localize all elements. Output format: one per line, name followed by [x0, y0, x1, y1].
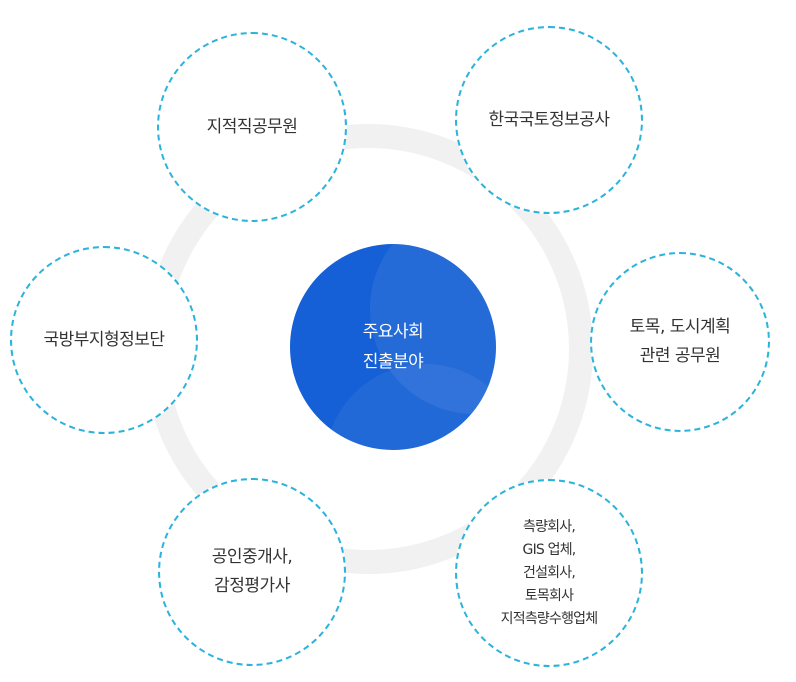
- node-cadastral-official: 지적직공무원: [157, 32, 347, 222]
- node-label-line: 국방부지형정보단: [43, 329, 165, 350]
- node-label-line: 감정평가사: [214, 576, 290, 596]
- node-label-line: 지적직공무원: [206, 116, 298, 137]
- node-label-line: 토목, 도시계획: [629, 317, 731, 337]
- node-label-line: 토목회사: [524, 587, 574, 604]
- node-label-line: 측량회사,: [523, 518, 576, 535]
- node-label-line: 건설회사,: [523, 564, 576, 581]
- node-label-line: 한국국토정보공사: [488, 109, 610, 130]
- center-label-line: 주요사회: [362, 322, 424, 342]
- node-label-line: 관련 공무원: [639, 346, 721, 366]
- node-label-line: GIS 업체,: [522, 541, 577, 558]
- center-label-line: 진출분야: [362, 352, 424, 372]
- node-survey-companies: 측량회사, GIS 업체, 건설회사, 토목회사 지적측량수행업체: [455, 479, 643, 667]
- center-hub: 주요사회 진출분야: [290, 244, 496, 450]
- node-defense-geospatial-agency: 국방부지형정보단: [10, 246, 198, 434]
- node-label-line: 지적측량수행업체: [500, 610, 598, 627]
- node-lx-corporation: 한국국토정보공사: [455, 26, 643, 214]
- node-label-line: 공인중개사,: [211, 547, 293, 567]
- node-civil-urban-official: 토목, 도시계획 관련 공무원: [590, 252, 770, 432]
- node-realtor-appraiser: 공인중개사, 감정평가사: [158, 478, 346, 666]
